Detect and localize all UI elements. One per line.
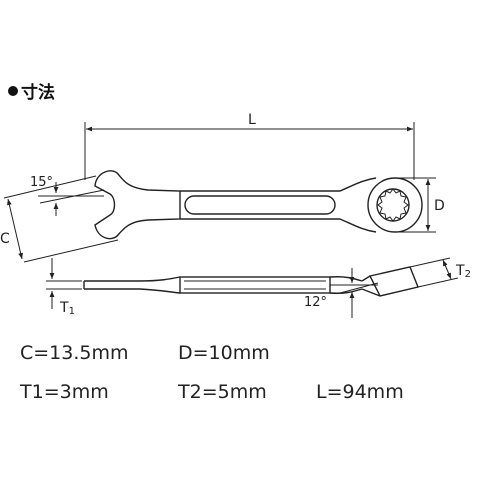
spec-T2: T2=5mm: [178, 381, 267, 403]
side-ring-transition: [329, 276, 363, 294]
spec-T1: T1=3mm: [20, 381, 109, 403]
dimension-D: [395, 177, 436, 233]
spec-C: C=13.5mm: [20, 342, 129, 364]
label-D: D: [434, 198, 445, 214]
label-angle-12: 12°: [304, 295, 327, 310]
spec-L: L=94mm: [316, 381, 404, 403]
angle-15-marker: [38, 182, 105, 216]
label-T2: T2: [455, 263, 471, 280]
spec-D: D=10mm: [178, 342, 270, 364]
angle-12-marker: [330, 268, 379, 318]
side-handle: [179, 276, 331, 294]
label-T1: T1: [59, 300, 75, 317]
wrench-top-view: [94, 170, 423, 240]
ring-end-outer: [367, 177, 423, 233]
dimension-L: [84, 122, 415, 180]
dimension-T1: [46, 258, 82, 309]
ring-teeth: [377, 188, 409, 222]
label-angle-15: 15°: [30, 175, 53, 190]
section-heading-text: 寸法: [21, 83, 55, 103]
open-end-head: [94, 170, 181, 240]
bullet-icon: [8, 85, 18, 96]
side-open-end: [83, 276, 181, 294]
wrench-side-view: [83, 266, 419, 297]
ring-end-inner: [376, 188, 410, 222]
label-C: C: [0, 231, 10, 247]
dimension-T2: [409, 257, 459, 288]
section-heading: 寸法: [8, 78, 55, 103]
handle-outline: [180, 177, 377, 233]
side-ring-end: [368, 266, 419, 297]
label-L: L: [248, 112, 256, 128]
dimension-C: [3, 175, 119, 263]
handle-slot: [184, 195, 336, 215]
